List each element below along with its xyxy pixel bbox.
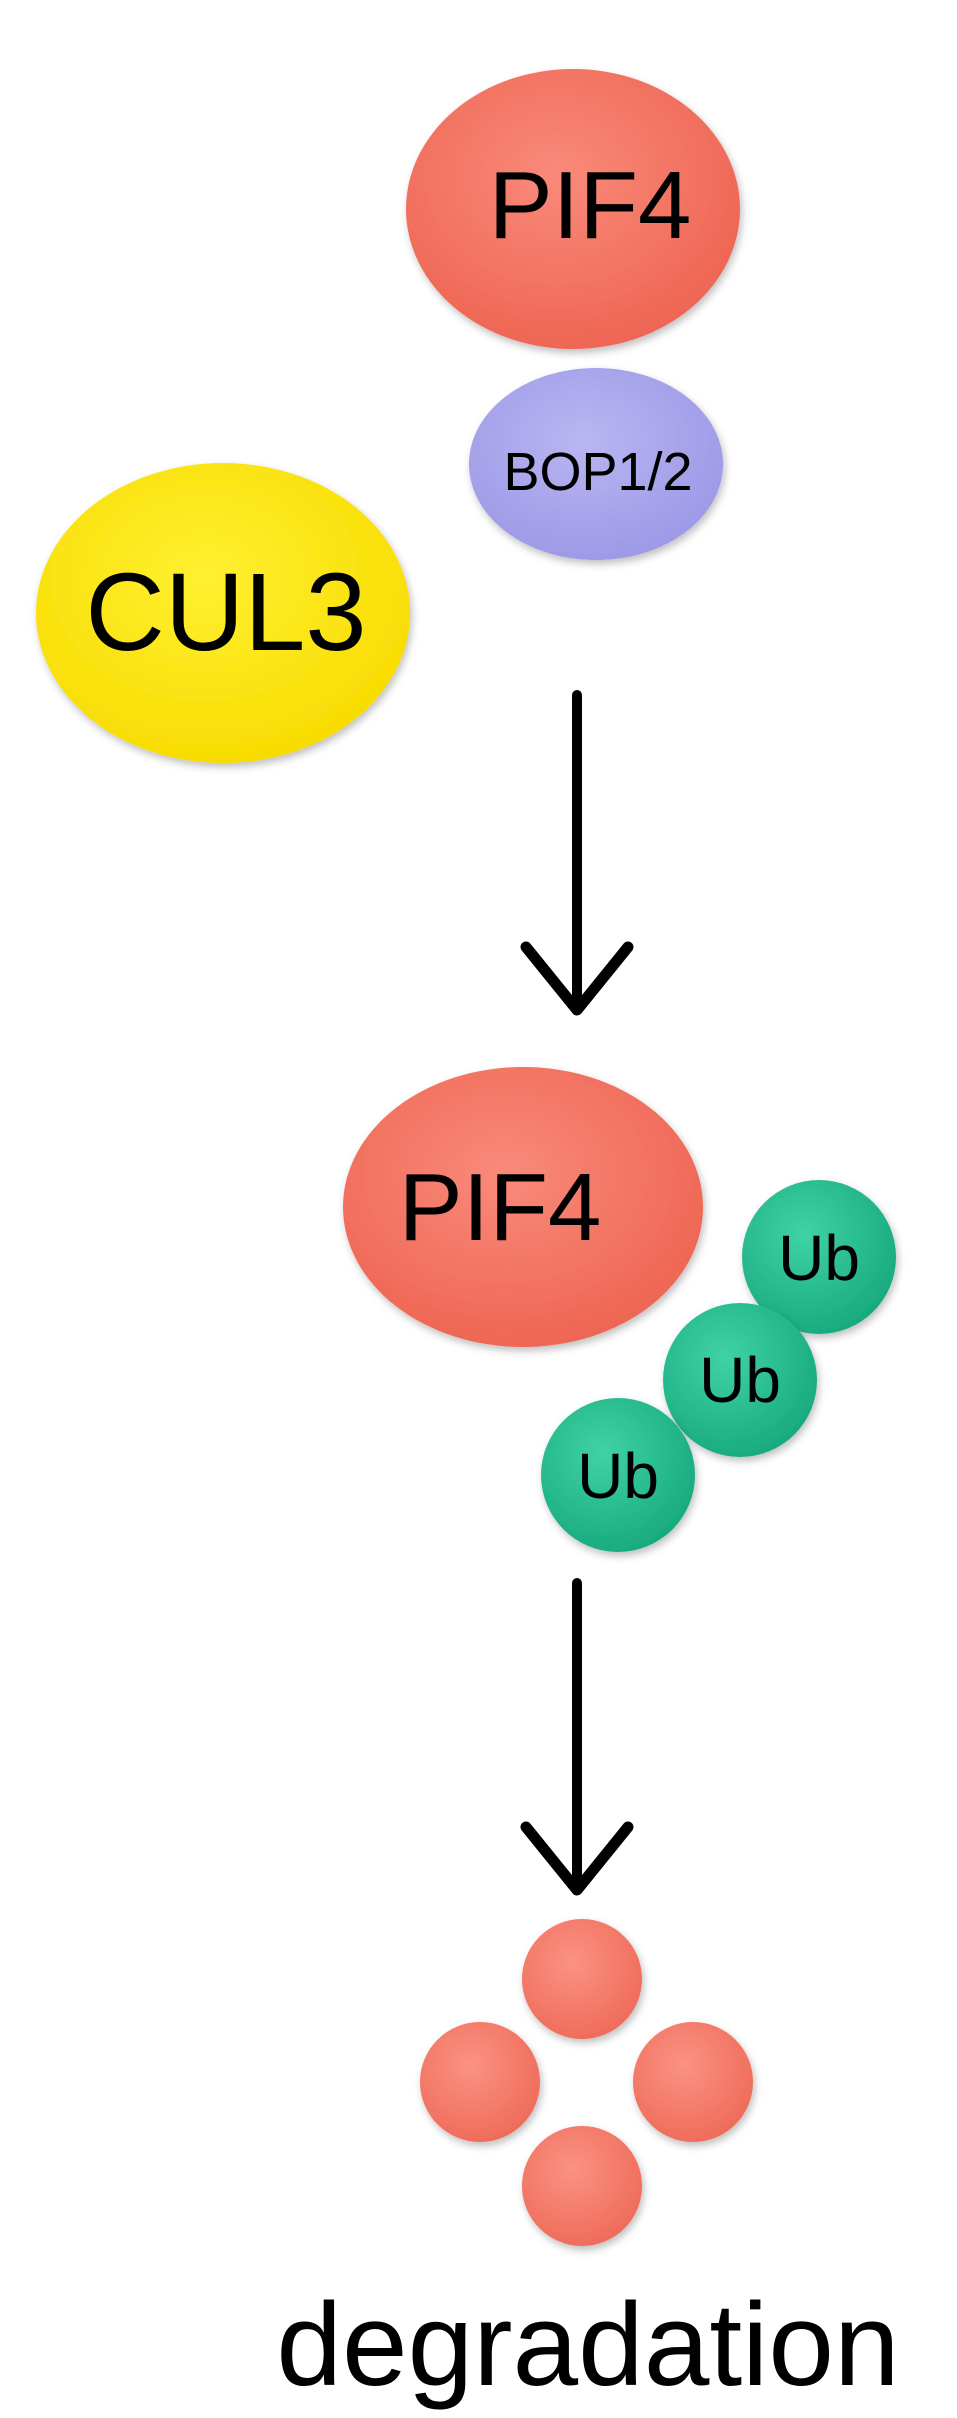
fragment-right [633,2022,753,2142]
degradation-fragments [420,1919,753,2246]
ubiquitin-3: Ub [541,1398,695,1552]
fragment-top [522,1919,642,2039]
arrow-down-icon [520,1578,634,1896]
bop12-label: BOP1/2 [503,442,692,502]
ubiquitin-2: Ub [663,1303,817,1457]
bop12-protein: BOP1/2 [469,368,723,560]
degradation-label: degradation [276,2279,899,2411]
cul3-protein: CUL3 [36,463,410,763]
arrow-down-icon [520,690,634,1016]
ub-3-label: Ub [577,1440,659,1512]
cul3-label: CUL3 [85,551,366,674]
fragment-bottom [522,2126,642,2246]
pif4-protein-top: PIF4 [406,69,740,349]
pif4-protein-ubiquitinated: PIF4 [343,1067,703,1347]
ubiquitin-1: Ub [742,1180,896,1334]
pif4-mid-label: PIF4 [399,1154,602,1261]
fragment-left [420,2022,540,2142]
pif4-top-label: PIF4 [489,152,692,259]
ub-2-label: Ub [699,1344,781,1416]
ub-1-label: Ub [778,1222,860,1294]
